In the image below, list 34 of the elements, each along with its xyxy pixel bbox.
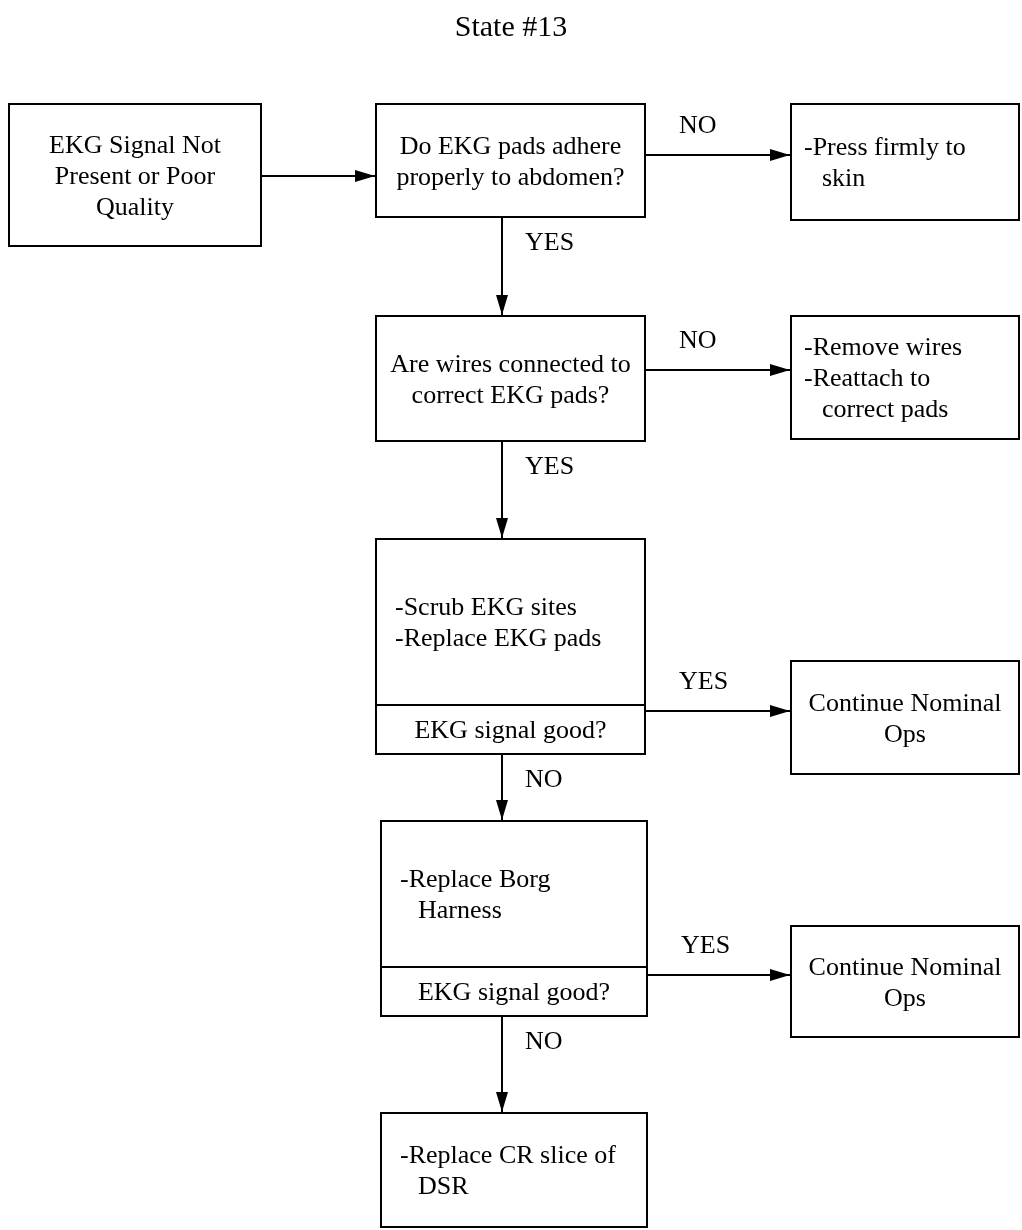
node-text: Do EKG pads adhere properly to abdomen? [395,129,626,192]
node-text: -Reattach to correct pads [804,362,950,424]
process-box [790,660,1020,775]
process-box [790,925,1020,1038]
arrow [496,754,508,821]
arrow [496,217,508,316]
arrow [261,170,376,182]
node-text: -Scrub EKG sites [395,591,578,622]
arrow [645,364,791,376]
node-text: -Press firmly to skin [804,131,967,193]
node-text: Continue Nominal Ops [807,950,1003,1013]
arrow [496,441,508,539]
arrow [645,149,791,161]
arrow [496,1016,508,1113]
process-box [380,1112,648,1228]
decision-box [380,820,648,1017]
process-box [790,315,1020,440]
node-text: EKG signal good? [413,714,608,745]
process-box [790,103,1020,221]
arrow [647,969,791,981]
node-text: -Replace Borg Harness [400,863,552,925]
arrow [645,705,791,717]
node-text: EKG Signal Not Present or Poor Quality [48,128,222,222]
node-text: -Replace CR slice of DSR [400,1139,617,1201]
process-box [8,103,262,247]
decision-box [375,315,646,442]
node-text: EKG signal good? [416,976,612,1007]
decision-box [375,103,646,218]
diagram-title: State #13 [453,10,569,41]
decision-box [375,538,646,755]
node-text: -Remove wires [804,331,964,362]
node-text: Are wires connected to correct EKG pads? [389,347,632,410]
node-text: Continue Nominal Ops [807,686,1003,749]
node-text: -Replace EKG pads [395,622,603,653]
